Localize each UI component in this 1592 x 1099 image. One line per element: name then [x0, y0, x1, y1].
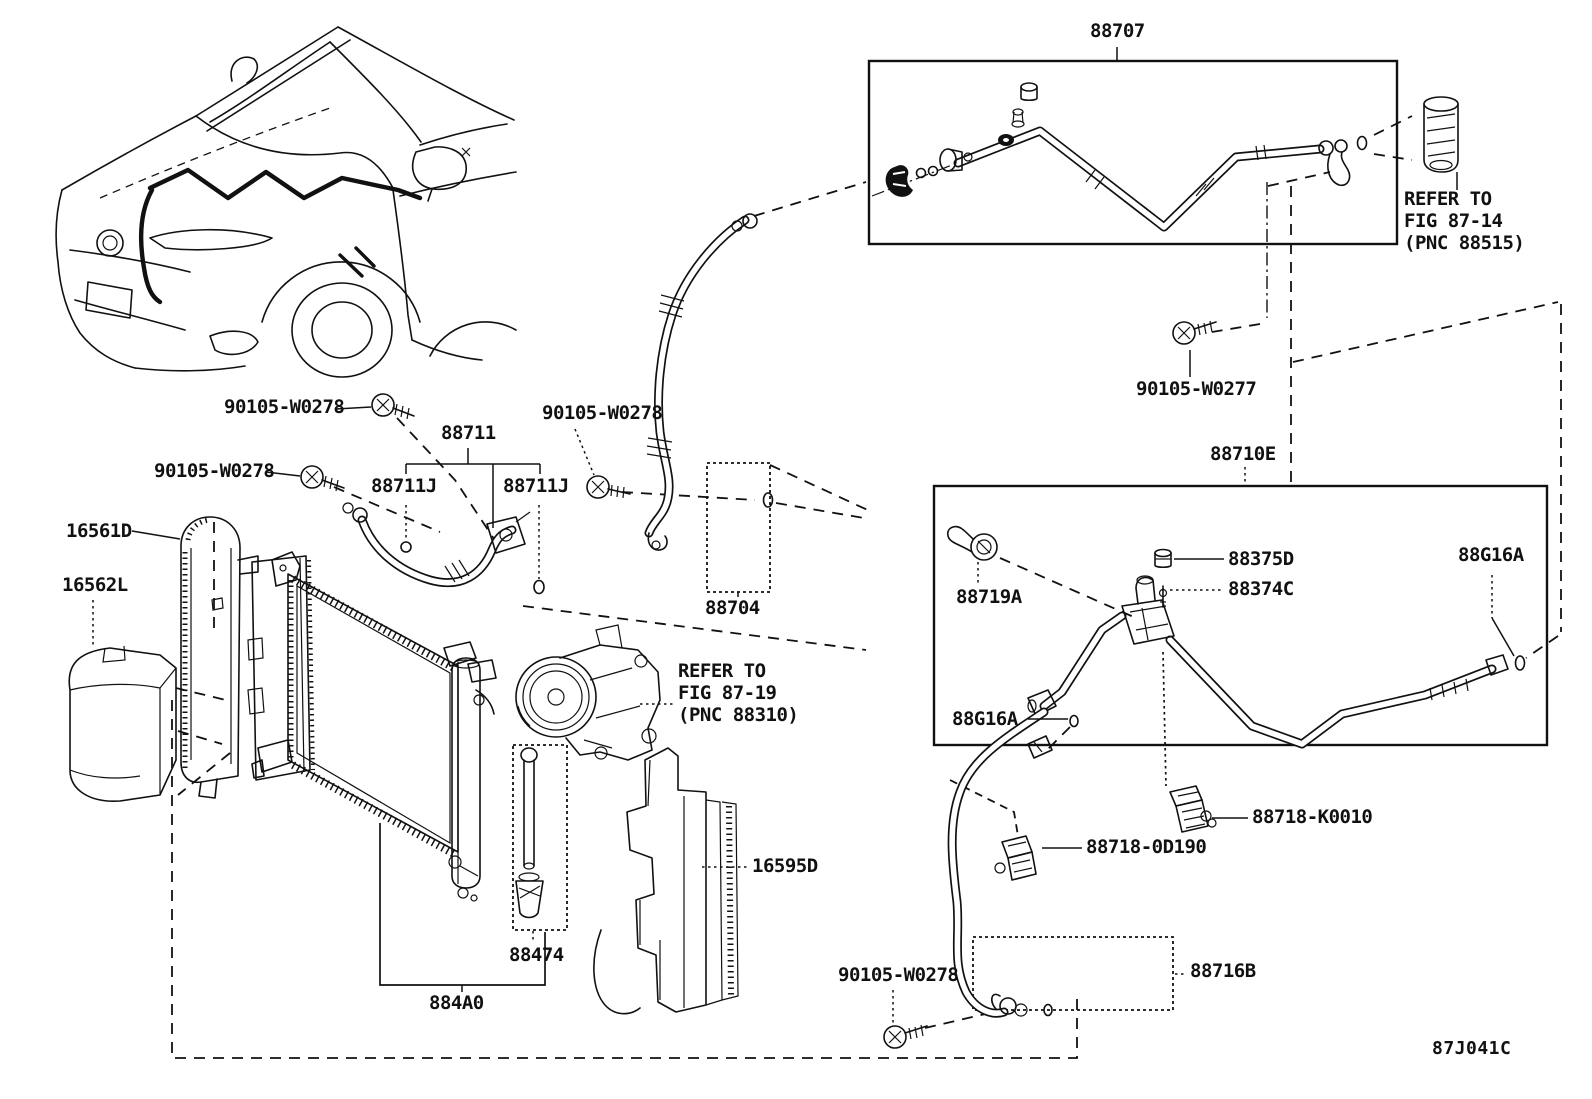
part-label-88711j-right[interactable]: 88711J: [503, 475, 569, 497]
bolt-90105-w0278-left: [300, 465, 345, 492]
leader-lines: [92, 47, 1515, 1024]
bolt-90105-w0277: [1172, 320, 1217, 345]
bolt-90105-w0278-car: [371, 393, 415, 420]
lower-pipe-88716b: [947, 707, 1217, 1018]
part-label-88710e[interactable]: 88710E: [1210, 443, 1276, 465]
brackets-16561d-16562l: [68, 516, 315, 802]
part-label-88716b[interactable]: 88716B: [1190, 960, 1256, 982]
part-label-90105-w0278-mid[interactable]: 90105-W0278: [542, 402, 663, 424]
fan-shroud-16595d: [593, 747, 739, 1015]
part-label-88707[interactable]: 88707: [1090, 20, 1145, 42]
discharge-pipe-88707: [871, 82, 1368, 232]
part-label-90105-w0277[interactable]: 90105-W0277: [1136, 378, 1257, 400]
part-label-90105-w0278-left[interactable]: 90105-W0278: [154, 460, 275, 482]
diagram-code: 87J041C: [1432, 1038, 1512, 1059]
part-label-88374c[interactable]: 88374C: [1228, 578, 1294, 600]
part-label-88718-k0010[interactable]: 88718-K0010: [1252, 806, 1373, 828]
o-rings-88711j: [400, 541, 545, 595]
note-refer-fig-87-19: REFER TO FIG 87-19 (PNC 88310): [678, 660, 799, 726]
part-label-88375d[interactable]: 88375D: [1228, 548, 1294, 570]
dotted-box-88716b: [972, 936, 1174, 1011]
part-label-90105-w0278-bottom[interactable]: 90105-W0278: [838, 964, 959, 986]
part-label-90105-w0278-car[interactable]: 90105-W0278: [224, 396, 345, 418]
dotted-box-88474: [512, 744, 568, 931]
part-label-88718-0d190[interactable]: 88718-0D190: [1086, 836, 1207, 858]
part-label-88711j-left[interactable]: 88711J: [371, 475, 437, 497]
part-label-884a0[interactable]: 884A0: [429, 992, 484, 1014]
part-label-88g16a-right[interactable]: 88G16A: [1458, 544, 1524, 566]
discharge-hose-88711: [342, 502, 531, 588]
part-label-88711[interactable]: 88711: [441, 422, 496, 444]
suction-hose-88704: [644, 213, 774, 551]
part-label-88474[interactable]: 88474: [509, 944, 564, 966]
box-88707: [867, 59, 1399, 246]
car-illustration: [55, 26, 517, 378]
part-label-16561d[interactable]: 16561D: [66, 520, 132, 542]
part-label-88g16a-left[interactable]: 88G16A: [952, 708, 1018, 730]
part-label-88704[interactable]: 88704: [705, 597, 760, 619]
refer-87-14-part: [1423, 96, 1459, 173]
compressor-ref-88310: [515, 624, 661, 761]
part-label-16595d[interactable]: 16595D: [752, 855, 818, 877]
box-88710e: [932, 484, 1549, 747]
note-refer-fig-87-14: REFER TO FIG 87-14 (PNC 88515): [1404, 188, 1525, 254]
bolt-90105-w0278-mid: [586, 475, 631, 499]
liquid-pipe-88710e: [946, 525, 1526, 749]
part-label-16562l[interactable]: 16562L: [62, 574, 128, 596]
part-label-88719a[interactable]: 88719A: [956, 586, 1022, 608]
condenser-assembly: [251, 551, 546, 992]
dashed-construction-lines: [171, 115, 1562, 1059]
dotted-box-88704: [706, 462, 771, 593]
bolt-90105-w0278-bottom: [883, 1024, 928, 1049]
